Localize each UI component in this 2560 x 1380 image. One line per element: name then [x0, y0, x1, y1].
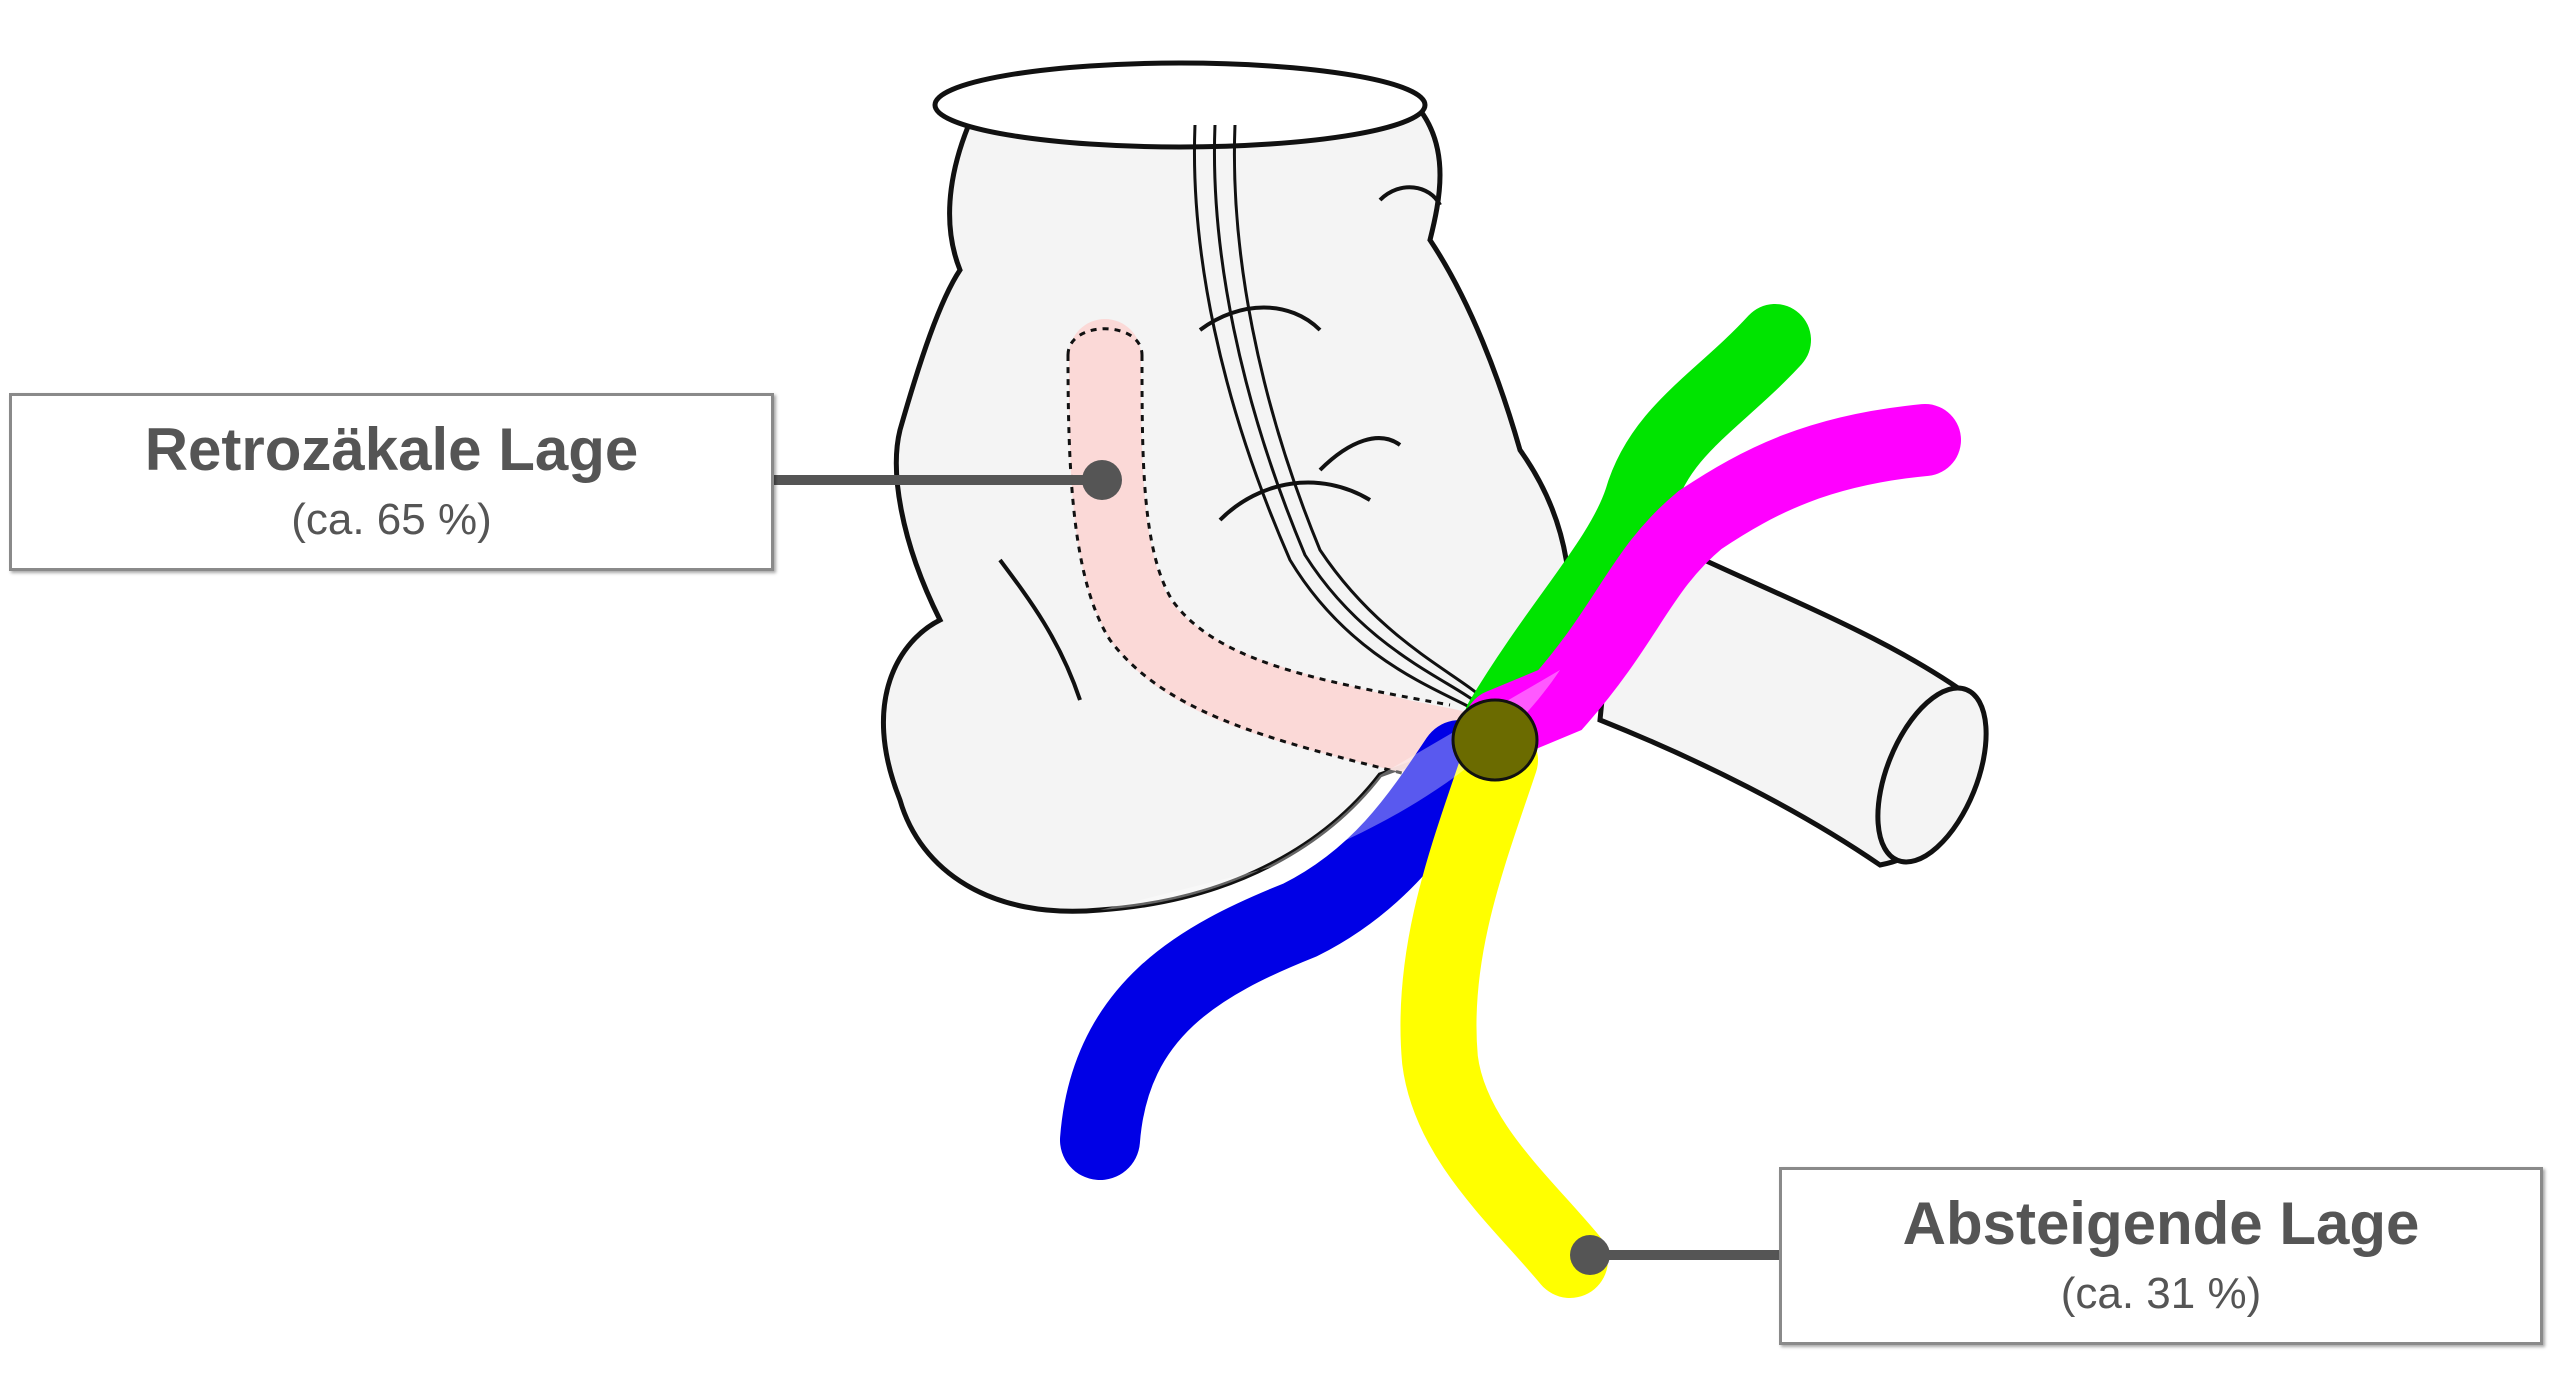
taenia-coli: [1232, 124, 1487, 702]
label-retrocecal: Retrozäkale Lage (ca. 65 %): [9, 393, 774, 571]
ileum-opening: [1875, 685, 1989, 865]
haustral-fold: [1318, 436, 1402, 472]
appendix-green: [1464, 304, 1811, 756]
haustral-fold: [1378, 185, 1442, 207]
callout-dot-descending: [1570, 1235, 1610, 1275]
label-retrocecal-title: Retrozäkale Lage: [144, 416, 639, 483]
haustral-fold: [998, 558, 1082, 701]
label-retrocecal-share: (ca. 65 %): [291, 495, 492, 544]
appendix-descending: [1400, 722, 1608, 1298]
callout-dot-retrocecal: [1082, 460, 1122, 500]
taenia-coli: [1213, 124, 1481, 707]
taenia-coli: [1193, 124, 1476, 712]
appendix-magenta: [1464, 404, 1961, 761]
label-descending-share: (ca. 31 %): [2060, 1269, 2262, 1318]
appendix-retrocecal: [1069, 319, 1486, 781]
appendix-blue: [1060, 720, 1500, 1180]
label-descending: Absteigende Lage (ca. 31 %): [1779, 1167, 2543, 1345]
label-descending-title: Absteigende Lage: [1902, 1190, 2420, 1257]
colon-top-opening: [932, 60, 1428, 150]
appendix-retrocecal-outline: [1066, 327, 1451, 787]
haustral-fold: [1218, 480, 1372, 522]
appendix-base: [1451, 698, 1539, 782]
